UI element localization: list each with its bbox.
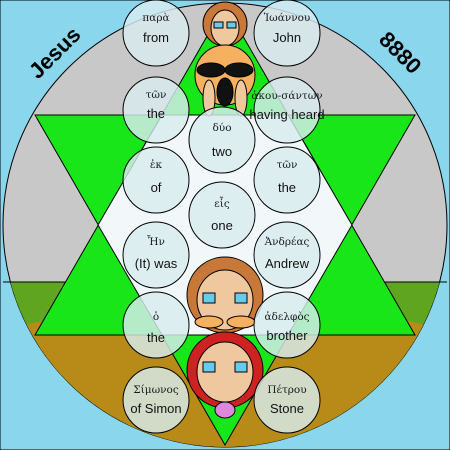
face-icon (186, 331, 264, 419)
greek-word: εἷς (214, 195, 230, 210)
english-word: the (278, 180, 296, 195)
english-word: two (212, 144, 232, 159)
greek-word: παρὰ (142, 12, 169, 24)
word-circles (122, 0, 321, 434)
english-word: of Simon (130, 401, 181, 416)
english-word: one (211, 218, 233, 233)
word-circle (253, 366, 321, 434)
greek-word: Ἀνδρέας (264, 235, 310, 248)
word-circle (188, 106, 256, 174)
greek-word: ἀδελφὸς (264, 310, 309, 323)
greek-word: Σίμωνος (133, 383, 179, 396)
word-circle (253, 0, 321, 67)
word-circle (122, 0, 190, 67)
greek-word: δύο (212, 122, 231, 134)
english-word: of (151, 180, 162, 195)
greek-word: ὁ (153, 310, 159, 323)
word-circle (122, 291, 190, 359)
english-word: the (147, 330, 165, 345)
word-circle (253, 146, 321, 214)
word-circle (122, 366, 190, 434)
english-word: brother (266, 328, 308, 343)
greek-word: τῶν (146, 89, 167, 101)
english-word: Stone (270, 401, 304, 416)
word-circle (253, 291, 321, 359)
english-word: from (143, 30, 169, 45)
word-circle (188, 181, 256, 249)
word-labels: παρὰ from Ἰωάννου John τῶν the ἀκου-σάντ… (130, 11, 324, 416)
english-word: having heard (249, 107, 324, 122)
face-column (186, 1, 264, 419)
greek-word: τῶν (277, 159, 298, 171)
word-circle (122, 146, 190, 214)
greek-word: Ἰωάννου (264, 11, 311, 24)
english-word: the (147, 106, 165, 121)
word-circle (253, 76, 321, 144)
face-icon (194, 44, 256, 117)
word-circle (122, 221, 190, 289)
word-circle (122, 76, 190, 144)
greek-word: ἀκου-σάντων (251, 89, 322, 102)
greek-word: ἐκ (150, 158, 163, 171)
english-word: (It) was (135, 256, 178, 271)
english-word: Andrew (265, 256, 310, 271)
english-word: John (273, 30, 301, 45)
greek-word: Ἦν (147, 234, 165, 248)
greek-word: Πέτρου (267, 384, 306, 396)
word-circle (253, 221, 321, 289)
face-icon (186, 256, 264, 334)
face-icon (202, 1, 248, 47)
